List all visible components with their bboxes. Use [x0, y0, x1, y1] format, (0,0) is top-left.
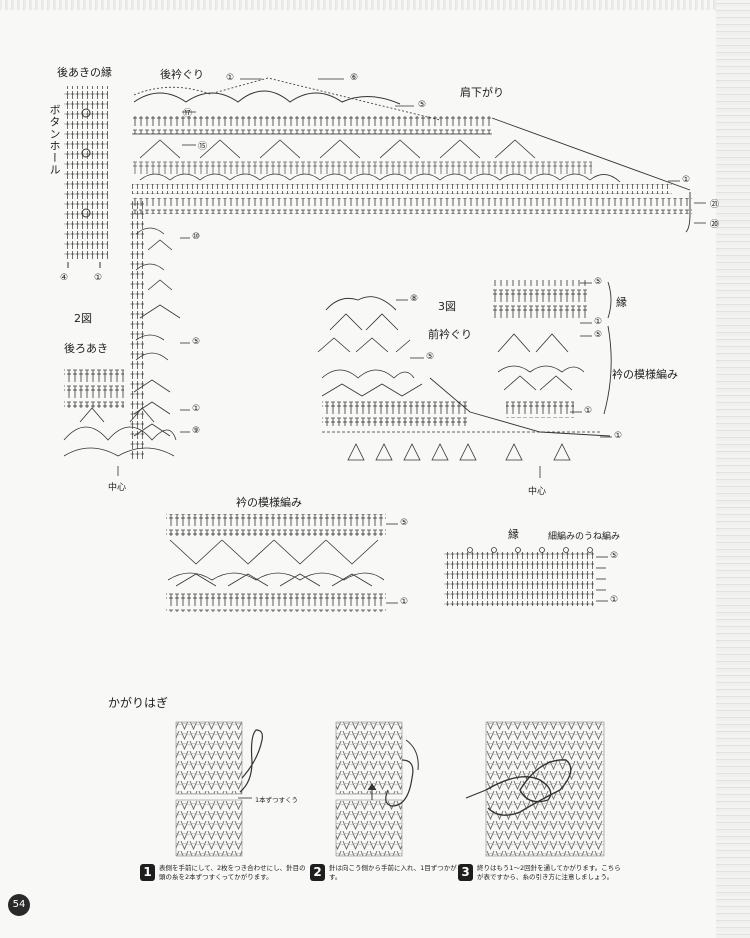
row-marker-5-bottom: ⑤	[400, 518, 409, 528]
row-marker-5-fig3: ⑤	[426, 352, 435, 362]
row-marker-20: ⑳	[710, 220, 720, 230]
whipstitch-title: かがりはぎ	[108, 696, 169, 710]
row-marker-9: ⑨	[192, 426, 201, 436]
buttonhole-label: ボタンホール	[48, 104, 61, 176]
back-opening-edge-label: 後あきの縁	[57, 66, 112, 79]
row-marker-21: ㉑	[710, 200, 720, 210]
step-number: 3	[458, 864, 473, 881]
center-label-1: 中心	[108, 483, 127, 493]
fig3-title: 3図	[438, 300, 456, 313]
collar-pattern-right-chart	[492, 280, 612, 418]
step-text: 表側を手前にして、2枚をつき合わせにし、針目の頭の糸を2本ずつすくってかがります…	[159, 864, 306, 881]
edge-label-right: 縁	[616, 296, 627, 309]
collar-pattern-bottom-chart	[166, 514, 398, 612]
row-marker-1-edge: ①	[610, 595, 619, 605]
shoulder-shaping-label: 肩下がり	[460, 86, 504, 99]
fig2-title: 2図	[74, 312, 92, 325]
whipstitch-illustrations	[175, 721, 605, 857]
row-marker-1-left: ①	[192, 404, 201, 414]
edge-label-chart: 縁	[508, 528, 519, 541]
edge-rib-chart	[444, 547, 608, 606]
collar-pattern-label-right: 衿の模様編み	[612, 368, 678, 381]
row-marker-1-right-mid: ①	[594, 317, 603, 327]
step-text: 終りはもう1〜2回針を通してかがります。こちらが表ですから、糸の引き方に注意しま…	[477, 864, 621, 881]
row-marker-5-top: ⑤	[418, 100, 427, 110]
row-marker-5-edge: ⑤	[610, 551, 619, 561]
front-neckline-label: 前衿ぐり	[428, 328, 472, 341]
edge-marker-1: ①	[94, 273, 103, 283]
collar-pattern-title-bottom: 衿の模様編み	[236, 496, 302, 509]
row-marker-17: ⑰	[183, 109, 193, 119]
whipstitch-fig1-note: 1本ずつすくう	[255, 796, 299, 804]
row-marker-1-bottom: ①	[400, 597, 409, 607]
step-number: 1	[140, 864, 155, 881]
row-marker-1-right-bottom: ①	[584, 406, 593, 416]
row-marker-1-fig3: ①	[614, 431, 623, 441]
back-opening-label: 後ろあき	[64, 342, 108, 355]
row-marker-5-right-mid: ⑤	[594, 330, 603, 340]
back-opening-chart	[63, 368, 177, 476]
row-marker-1-right: ①	[682, 175, 691, 185]
back-edge-column-chart	[64, 86, 108, 268]
step-text: 針は向こう側から手前に入れ、1目ずつかがります。	[329, 864, 470, 881]
page-number: 54	[8, 894, 30, 916]
row-marker-1-top: ①	[226, 73, 235, 83]
row-marker-5-left: ⑤	[192, 337, 201, 347]
back-neckline-label: 後衿ぐり	[160, 68, 204, 81]
row-marker-15: ⑮	[198, 142, 208, 152]
back-yoke-chart	[130, 77, 706, 460]
edge-marker-4: ④	[60, 273, 69, 283]
ribbing-label: 細編みのうね編み	[548, 532, 621, 542]
front-neck-chart	[317, 296, 612, 478]
page-top-edge	[0, 0, 750, 10]
row-marker-6: ⑥	[350, 73, 359, 83]
row-marker-5-right-top: ⑤	[594, 277, 603, 287]
center-label-2: 中心	[528, 487, 547, 497]
binding-edge	[716, 0, 750, 938]
step-number: 2	[310, 864, 325, 881]
row-marker-10: ⑩	[192, 232, 201, 242]
row-marker-8: ⑧	[410, 294, 419, 304]
